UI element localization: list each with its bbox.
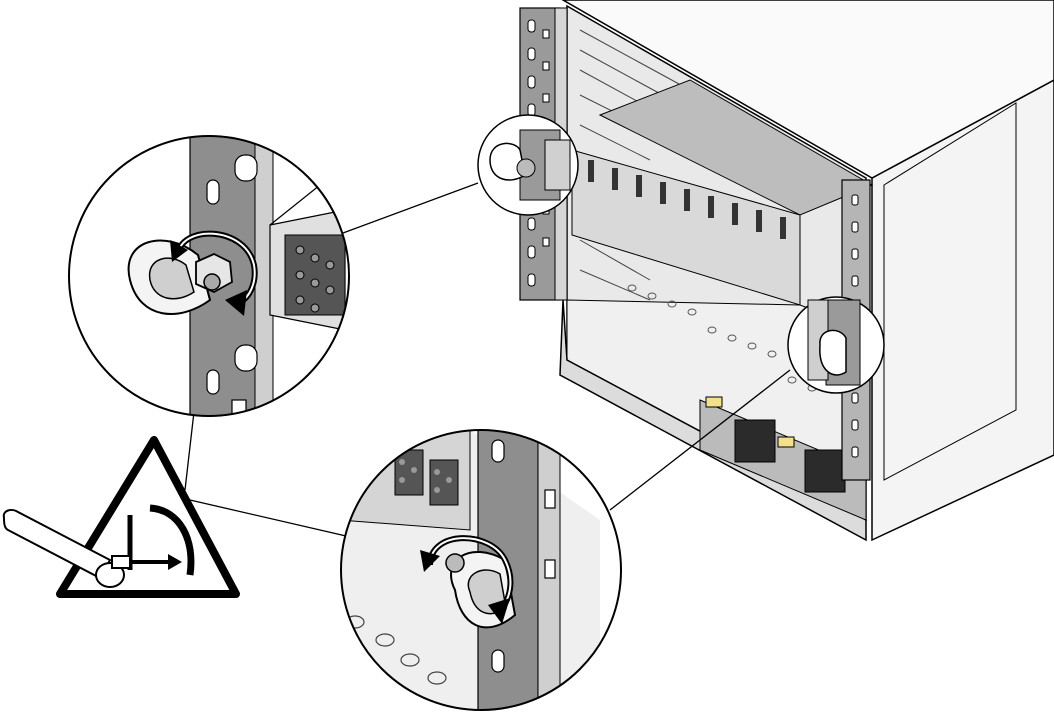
side-panel-inset	[883, 102, 1017, 481]
callout-ring-lower	[787, 296, 885, 394]
chassis	[559, 0, 1054, 542]
torque-warning-symbol	[2, 436, 240, 598]
left-rail-holes	[527, 19, 550, 287]
psu-handles	[705, 396, 795, 448]
chassis-top	[561, 0, 1054, 179]
right-flange-holes	[851, 194, 859, 458]
psu-fans	[734, 419, 846, 493]
line-card-port-row	[588, 160, 786, 239]
line-card-top	[598, 79, 874, 216]
torque-wrench-icon	[2, 509, 131, 588]
magnified-view-upper	[68, 135, 350, 417]
magnified-view-lower	[340, 429, 622, 711]
callout-ring-upper	[477, 114, 579, 216]
